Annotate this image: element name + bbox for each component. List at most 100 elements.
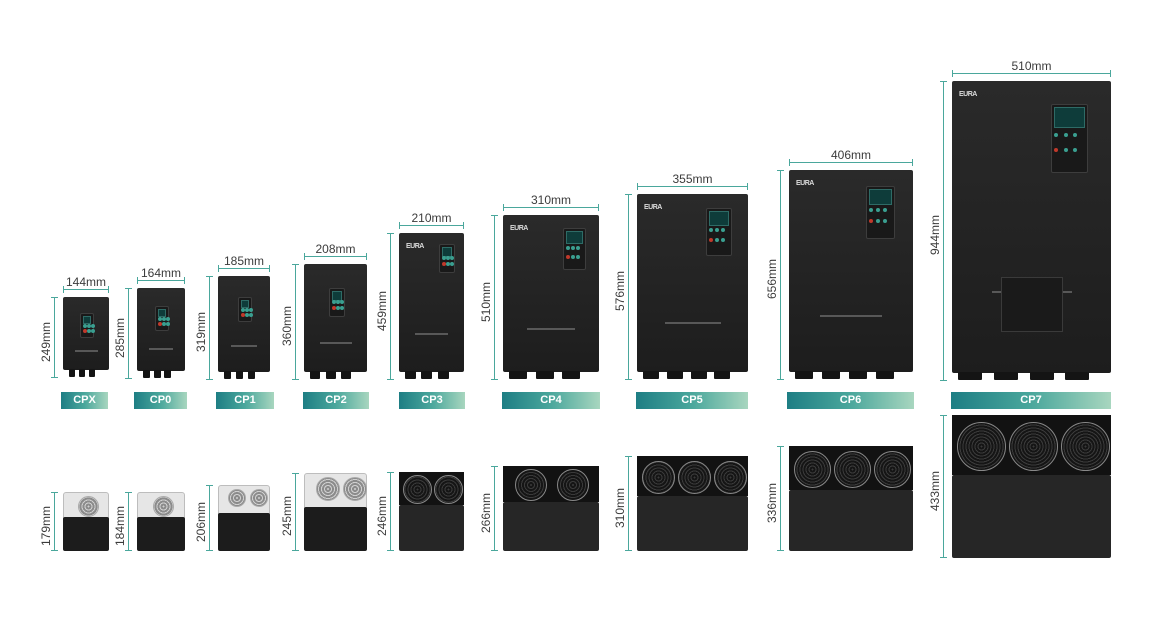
drive-front-view: EURA bbox=[789, 170, 913, 372]
fan-panel bbox=[952, 415, 1111, 475]
depth-dimension-line bbox=[780, 446, 781, 551]
keypad-key bbox=[876, 208, 880, 212]
model-label: CP3 bbox=[399, 392, 465, 409]
keypad-key bbox=[241, 313, 245, 317]
keypad-key bbox=[158, 317, 162, 321]
width-dimension-tick bbox=[1110, 70, 1111, 77]
width-dimension-line bbox=[63, 289, 109, 290]
width-dimension-tick bbox=[637, 183, 638, 190]
cable-gland bbox=[795, 371, 813, 379]
height-label: 656mm bbox=[765, 258, 779, 299]
cooling-fan-icon bbox=[1009, 422, 1058, 471]
width-dimension-line bbox=[789, 162, 913, 163]
width-dimension-line bbox=[304, 256, 367, 257]
keypad-key bbox=[1073, 133, 1078, 137]
depth-dimension-tick bbox=[51, 492, 58, 493]
keypad-key bbox=[442, 256, 446, 260]
keypad-key bbox=[332, 300, 336, 304]
display-screen bbox=[566, 231, 583, 244]
height-dimension-tick bbox=[625, 194, 632, 195]
keypad-key bbox=[709, 228, 713, 232]
depth-dimension-line bbox=[494, 466, 495, 551]
width-dimension-tick bbox=[63, 286, 64, 293]
height-dimension-tick bbox=[387, 379, 394, 380]
height-label: 576mm bbox=[613, 270, 627, 311]
display-screen bbox=[158, 309, 166, 317]
height-dimension-tick bbox=[625, 379, 632, 380]
height-dimension-tick bbox=[206, 379, 213, 380]
cooling-fan-icon bbox=[78, 496, 99, 517]
keypad-key bbox=[340, 300, 344, 304]
cable-gland bbox=[822, 371, 840, 379]
height-dimension-line bbox=[54, 297, 55, 378]
cable-gland bbox=[993, 372, 1018, 380]
keypad-key bbox=[332, 306, 336, 310]
cable-gland bbox=[876, 371, 894, 379]
keypad-key bbox=[566, 255, 570, 259]
height-dimension-line bbox=[128, 288, 129, 379]
warning-label bbox=[527, 328, 575, 330]
keypad-key bbox=[91, 329, 95, 333]
cable-gland bbox=[562, 371, 581, 379]
brand-logo: EURA bbox=[510, 225, 528, 232]
cooling-fan-icon bbox=[515, 469, 547, 501]
height-dimension-tick bbox=[51, 297, 58, 298]
drive-front-view: EURA bbox=[637, 194, 748, 372]
cable-gland bbox=[643, 371, 659, 379]
height-dimension-tick bbox=[491, 215, 498, 216]
height-dimension-line bbox=[390, 233, 391, 380]
depth-dimension-tick bbox=[387, 550, 394, 551]
width-dimension-tick bbox=[952, 70, 953, 77]
width-dimension-tick bbox=[399, 222, 400, 229]
keypad-key bbox=[883, 208, 887, 212]
brand-logo: EURA bbox=[959, 91, 977, 98]
cooling-fan-icon bbox=[714, 461, 747, 494]
keypad-key bbox=[1063, 133, 1068, 137]
depth-dimension-line bbox=[209, 485, 210, 551]
keypad bbox=[155, 306, 170, 331]
top-cover bbox=[218, 485, 270, 515]
keypad-key bbox=[715, 238, 719, 242]
width-dimension-line bbox=[952, 73, 1111, 74]
fan-panel bbox=[503, 466, 599, 502]
depth-label: 266mm bbox=[479, 492, 493, 533]
width-dimension-tick bbox=[269, 265, 270, 272]
cooling-fan-icon bbox=[874, 451, 911, 488]
width-dimension-tick bbox=[137, 277, 138, 284]
height-dimension-tick bbox=[125, 288, 132, 289]
drive-front-view bbox=[218, 276, 270, 372]
height-dimension-tick bbox=[125, 378, 132, 379]
height-dimension-tick bbox=[940, 380, 947, 381]
cooling-fan-icon bbox=[403, 475, 432, 504]
display-screen bbox=[709, 211, 729, 226]
drive-front-view: EURA bbox=[399, 233, 464, 372]
width-dimension-line bbox=[503, 207, 599, 208]
height-label: 510mm bbox=[479, 281, 493, 322]
display-screen bbox=[1054, 107, 1085, 128]
height-dimension-tick bbox=[51, 377, 58, 378]
width-dimension-tick bbox=[304, 253, 305, 260]
width-label: 208mm bbox=[315, 242, 356, 256]
cable-gland bbox=[958, 372, 982, 380]
warning-label bbox=[320, 342, 352, 344]
cooling-fan-icon bbox=[557, 469, 589, 501]
depth-label: 336mm bbox=[765, 482, 779, 523]
cable-gland bbox=[164, 370, 172, 378]
depth-label: 310mm bbox=[613, 487, 627, 528]
height-label: 285mm bbox=[113, 317, 127, 358]
depth-dimension-tick bbox=[625, 550, 632, 551]
keypad-key bbox=[83, 329, 87, 333]
keypad bbox=[80, 313, 95, 338]
height-label: 459mm bbox=[375, 290, 389, 331]
cooling-fan-icon bbox=[228, 489, 246, 507]
keypad-key bbox=[249, 313, 253, 317]
top-cover bbox=[137, 492, 185, 519]
keypad-key bbox=[249, 308, 253, 312]
depth-dimension-tick bbox=[125, 492, 132, 493]
height-dimension-line bbox=[628, 194, 629, 380]
width-dimension-tick bbox=[503, 204, 504, 211]
width-label: 185mm bbox=[223, 254, 265, 268]
cable-gland bbox=[89, 369, 95, 377]
drive-front-view: EURA bbox=[503, 215, 599, 372]
width-dimension-tick bbox=[789, 159, 790, 166]
